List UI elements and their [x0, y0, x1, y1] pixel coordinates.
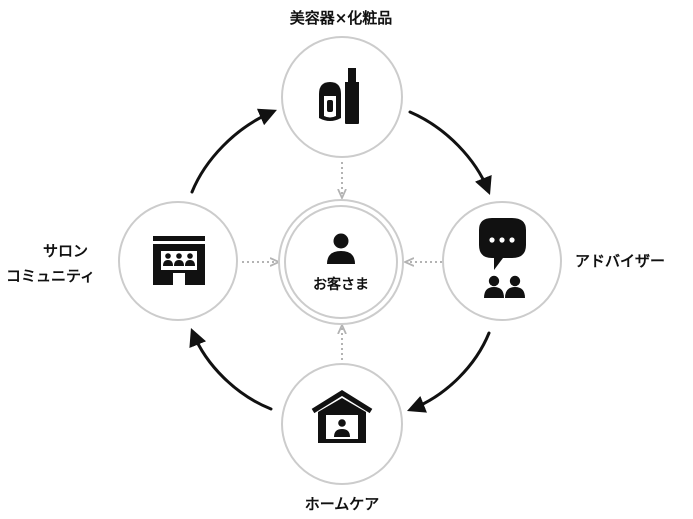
node-left-label-line1: サロン — [43, 242, 88, 260]
advisor-chat-icon — [479, 218, 526, 298]
cycle-arrow-right-to-bottom — [406, 331, 491, 413]
salon-building-icon — [153, 236, 205, 285]
cosmetics-icon — [319, 68, 359, 124]
node-left-label-line2: コミュニティ — [6, 267, 95, 285]
customer-person-icon — [327, 233, 355, 264]
node-center-label: お客さま — [313, 276, 369, 293]
node-top-label: 美容器×化粧品 — [290, 9, 393, 27]
node-bottom-label: ホームケア — [305, 495, 380, 513]
node-right-circle — [442, 201, 562, 321]
home-care-icon — [311, 390, 373, 443]
node-right-label: アドバイザー — [575, 252, 665, 270]
cycle-arrow-top-to-right — [408, 110, 492, 196]
cycle-arrow-bottom-to-left — [189, 327, 273, 411]
node-top-circle — [281, 36, 403, 158]
cycle-arrow-left-to-top — [190, 108, 277, 194]
